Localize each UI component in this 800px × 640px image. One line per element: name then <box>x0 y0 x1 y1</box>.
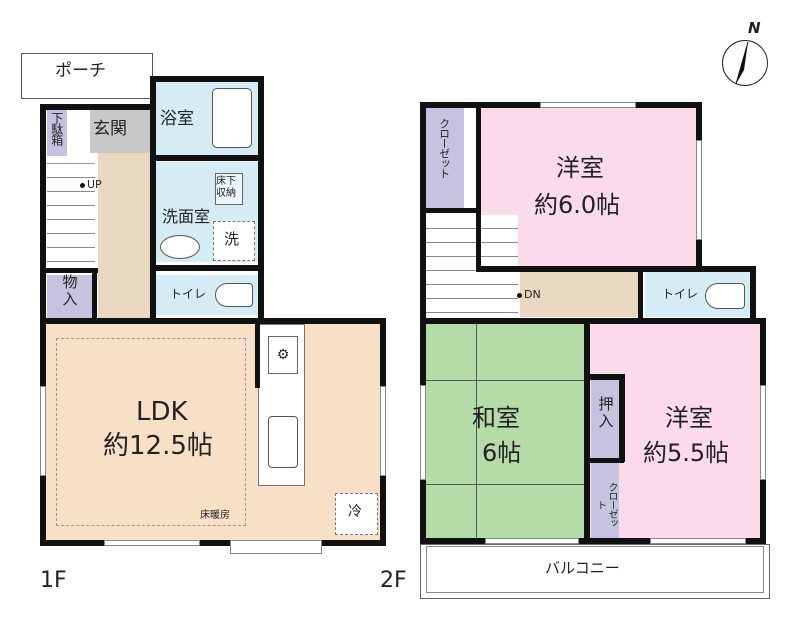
fridge-label: 冷 <box>348 504 362 520</box>
wall <box>476 266 756 272</box>
wall <box>476 108 481 272</box>
japanese-room-size: 6帖 <box>482 439 522 467</box>
japanese-room <box>426 324 584 540</box>
wall <box>152 265 262 271</box>
underfloor-storage <box>215 173 243 205</box>
storage-1f-label: 物入 <box>62 273 78 309</box>
washroom-label: 洗面室 <box>162 207 211 226</box>
ldk <box>42 324 382 542</box>
stairs-down-label: DN <box>524 288 541 301</box>
floor-2f-label: 2F <box>380 568 407 593</box>
toilet-bowl-icon <box>705 283 745 309</box>
sink-icon <box>160 235 200 259</box>
wall <box>40 318 386 324</box>
ldk-name: LDK <box>136 397 188 427</box>
hallway-1f <box>98 153 150 319</box>
window <box>650 538 746 544</box>
wall <box>588 458 624 463</box>
wall <box>150 76 156 322</box>
window <box>420 385 426 480</box>
wall <box>619 374 625 462</box>
entrance <box>90 110 150 153</box>
wall <box>40 104 46 544</box>
shoe-box <box>47 110 67 156</box>
shoe-box-label: 下駄箱 <box>49 112 64 145</box>
balcony-inner <box>426 546 764 593</box>
ldk-size: 約12.5帖 <box>103 431 213 461</box>
western-room-2-size: 約5.5帖 <box>643 439 730 467</box>
stairs-1f <box>47 163 95 268</box>
storage-1f <box>47 275 92 318</box>
stairs-up-label: UP <box>87 178 102 191</box>
wall <box>150 76 262 82</box>
bathtub-icon <box>212 88 252 148</box>
window <box>696 140 702 240</box>
oshiire-label: 押入 <box>598 395 614 431</box>
wall <box>588 374 624 380</box>
compass-north-label: N <box>748 19 761 37</box>
wall <box>420 538 766 544</box>
wall <box>420 318 766 324</box>
closet-2f-top <box>426 108 464 210</box>
floor-heating-label: 床暖房 <box>200 510 230 521</box>
porch-label: ポーチ <box>55 61 106 81</box>
balcony <box>420 544 770 599</box>
wall <box>152 155 262 161</box>
balcony-label: バルコニー <box>545 559 620 577</box>
underfloor-storage-label: 床下 収納 <box>216 176 236 199</box>
bay-window <box>230 540 322 554</box>
wall <box>40 268 98 273</box>
floor-1f-label: 1F <box>40 568 67 593</box>
wall <box>40 540 386 546</box>
stairs-dot-icon <box>80 183 85 188</box>
wall <box>420 208 480 213</box>
closet-overlay <box>591 463 619 540</box>
wall <box>638 270 643 320</box>
closet-2f-top-label: クローゼット <box>437 118 451 178</box>
wall <box>584 324 590 540</box>
western-room-1-name: 洋室 <box>556 154 604 182</box>
fridge-space <box>335 493 378 535</box>
floor-heating-area <box>56 338 246 526</box>
north-arrow-icon <box>735 41 749 85</box>
kitchen-sink-icon <box>268 416 298 468</box>
washer-space <box>213 221 255 261</box>
window <box>540 102 636 108</box>
bath-label: 浴室 <box>160 109 194 129</box>
window <box>104 540 200 546</box>
hallway-2f <box>520 272 638 317</box>
wall <box>258 76 264 322</box>
window <box>40 386 46 476</box>
window <box>760 385 766 480</box>
wall <box>255 318 260 388</box>
entrance-label: 玄関 <box>93 119 127 139</box>
wall <box>750 266 756 322</box>
toilet-2f-label: トイレ <box>662 287 699 301</box>
closet-2f-small-label: クローゼット <box>594 481 618 527</box>
stairs-dot-icon <box>517 293 522 298</box>
toilet-1f-label: トイレ <box>170 287 207 301</box>
window <box>380 386 386 476</box>
japanese-room-name: 和室 <box>472 404 520 432</box>
western-room-1-size: 約6.0帖 <box>534 191 621 219</box>
washer-label: 洗 <box>224 230 240 248</box>
window <box>485 538 579 544</box>
compass <box>722 40 768 86</box>
oshiire-overlay <box>591 380 619 458</box>
wall <box>92 268 97 320</box>
toilet-bowl-icon <box>215 283 253 307</box>
wall <box>40 104 152 110</box>
stove-icon: ⚙ <box>268 336 298 374</box>
western-room-2-name: 洋室 <box>665 404 713 432</box>
